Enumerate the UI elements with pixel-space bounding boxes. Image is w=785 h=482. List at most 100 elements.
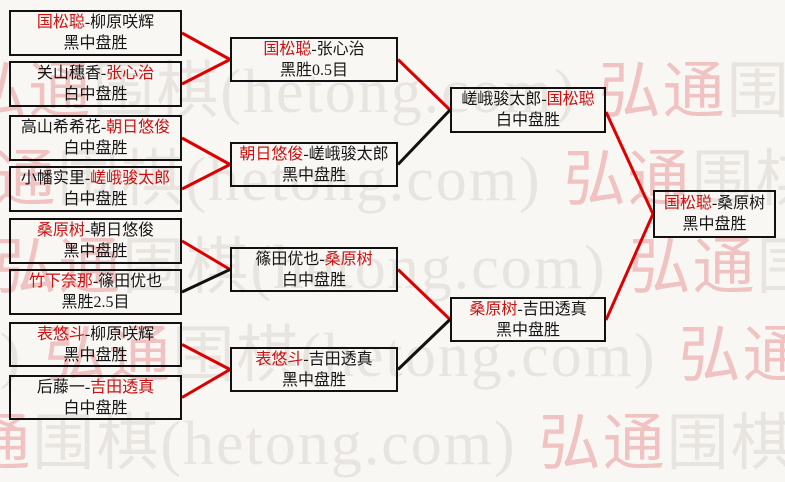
- player-a: 桑原树: [36, 222, 85, 239]
- players-separator: -: [100, 119, 107, 136]
- connector-r2m4-to-sf2: [396, 318, 452, 371]
- player-b: 朝日悠俊: [106, 119, 171, 136]
- player-b: 朝日悠俊: [90, 222, 155, 239]
- players-separator: -: [517, 300, 523, 318]
- match-result: 白中盘胜: [281, 271, 346, 289]
- player-b: 柳原咲辉: [90, 325, 155, 343]
- connector-r2m1-to-sf1: [396, 58, 452, 112]
- connector-r1m4-to-r2m2: [181, 163, 231, 191]
- match-result: 白中盘胜: [495, 112, 560, 129]
- connector-sf2-to-final: [604, 213, 655, 321]
- player-a: 嵯峨骏太郎: [461, 91, 542, 108]
- match-players: 关山穗香-张心治: [11, 63, 180, 84]
- match-box-final: 国松聪-桑原树 黑中盘胜: [653, 190, 776, 238]
- match-players: 表悠斗-吉田透真: [232, 349, 396, 370]
- player-b: 张心治: [316, 40, 365, 58]
- player-b: 吉田透真: [522, 300, 587, 318]
- player-a: 国松聪: [663, 195, 712, 212]
- players-separator: -: [303, 145, 309, 163]
- connector-r1m5-to-r2m3: [181, 239, 231, 271]
- connector-r1m2-to-r2m1: [181, 58, 231, 86]
- match-result: 白中盘胜: [63, 399, 128, 417]
- match-box-r2-3: 篠田优也-桑原树 白中盘胜: [230, 247, 398, 292]
- match-box-r2-1: 国松聪-张心治 黑胜0.5目: [230, 37, 398, 82]
- match-players: 桑原树-朝日悠俊: [11, 220, 180, 241]
- players-separator: -: [92, 273, 99, 290]
- connector-r2m3-to-sf2: [396, 268, 452, 321]
- bracket-connectors: [181, 31, 655, 399]
- match-players: 表悠斗-柳原咲辉: [11, 324, 180, 345]
- match-box-r1-5: 桑原树-朝日悠俊 黑中盘胜: [9, 218, 182, 264]
- player-a: 国松聪: [263, 40, 312, 58]
- player-a: 国松聪: [36, 14, 85, 31]
- match-players: 后藤一-吉田透真: [11, 377, 180, 398]
- match-box-r1-2: 关山穗香-张心治 白中盘胜: [9, 61, 182, 107]
- match-box-r1-4: 小幡实里-嵯峨骏太郎 白中盘胜: [9, 166, 182, 212]
- match-players: 高山希希花-朝日悠俊: [11, 117, 180, 138]
- match-players: 篠田优也-桑原树: [232, 249, 396, 270]
- player-a: 表悠斗: [255, 350, 304, 368]
- match-result: 白中盘胜: [63, 191, 128, 208]
- connector-r1m6-to-r2m3: [181, 268, 231, 294]
- player-b: 篠田优也: [98, 273, 163, 290]
- match-result: 黑中盘胜: [63, 35, 128, 52]
- players-separator: -: [303, 350, 309, 368]
- connector-r2m2-to-sf1: [396, 108, 452, 166]
- match-players: 国松聪-柳原咲辉: [11, 12, 180, 33]
- connector-sf1-to-final: [604, 111, 655, 215]
- match-result: 白中盘胜: [63, 86, 128, 103]
- match-box-r1-3: 高山希希花-朝日悠俊 白中盘胜: [9, 115, 182, 161]
- match-box-r1-1: 国松聪-柳原咲辉 黑中盘胜: [9, 10, 182, 56]
- player-b: 吉田透真: [90, 378, 155, 396]
- connector-r1m3-to-r2m2: [181, 136, 231, 166]
- match-players: 小幡实里-嵯峨骏太郎: [11, 168, 180, 189]
- player-a: 后藤一: [36, 378, 85, 396]
- player-b: 柳原咲辉: [90, 14, 155, 31]
- match-box-sf-2: 桑原树-吉田透真 黑中盘胜: [450, 297, 606, 342]
- match-result: 黑中盘胜: [495, 321, 560, 339]
- players-separator: -: [541, 91, 547, 108]
- match-players: 嵯峨骏太郎-国松聪: [452, 89, 604, 110]
- players-separator: -: [311, 40, 317, 58]
- players-separator: -: [84, 170, 91, 187]
- match-box-r2-4: 表悠斗-吉田透真 黑中盘胜: [230, 347, 398, 392]
- match-box-r1-6: 竹下奈那-篠田优也 黑胜2.5目: [9, 269, 182, 315]
- player-b: 桑原树: [324, 250, 373, 268]
- match-result: 黑中盘胜: [63, 346, 128, 364]
- players-separator: -: [84, 222, 91, 239]
- match-result: 白中盘胜: [63, 140, 128, 157]
- player-b: 嵯峨骏太郎: [90, 170, 171, 187]
- match-players: 朝日悠俊-嵯峨骏太郎: [232, 144, 396, 165]
- players-separator: -: [84, 378, 91, 396]
- players-separator: -: [711, 195, 718, 212]
- player-a: 表悠斗: [36, 325, 85, 343]
- player-a: 竹下奈那: [28, 273, 93, 290]
- player-a: 桑原树: [469, 300, 518, 318]
- player-b: 桑原树: [717, 195, 766, 212]
- player-b: 国松聪: [546, 91, 595, 108]
- match-box-r1-7: 表悠斗-柳原咲辉 黑中盘胜: [9, 322, 182, 367]
- match-box-sf-1: 嵯峨骏太郎-国松聪 白中盘胜: [450, 87, 606, 133]
- player-a: 关山穗香: [36, 65, 101, 82]
- match-box-r2-2: 朝日悠俊-嵯峨骏太郎 黑中盘胜: [230, 142, 398, 187]
- players-separator: -: [84, 325, 91, 343]
- match-result: 黑中盘胜: [682, 216, 747, 233]
- match-result: 黑中盘胜: [281, 371, 346, 389]
- match-players: 桑原树-吉田透真: [452, 299, 604, 320]
- players-separator: -: [100, 65, 107, 82]
- connector-r1m1-to-r2m1: [181, 31, 231, 61]
- player-a: 小幡实里: [20, 170, 85, 187]
- player-a: 朝日悠俊: [239, 145, 304, 163]
- match-result: 黑中盘胜: [281, 166, 346, 184]
- player-b: 张心治: [106, 65, 155, 82]
- match-result: 黑胜2.5目: [61, 294, 130, 311]
- match-players: 国松聪-张心治: [232, 39, 396, 60]
- player-b: 嵯峨骏太郎: [308, 145, 389, 163]
- connector-r1m8-to-r2m4: [181, 368, 231, 399]
- match-result: 黑胜0.5目: [279, 61, 348, 79]
- player-b: 吉田透真: [308, 350, 373, 368]
- match-players: 国松聪-桑原树: [655, 193, 774, 214]
- player-a: 高山希希花: [20, 119, 101, 136]
- match-result: 黑中盘胜: [63, 243, 128, 260]
- connector-r1m7-to-r2m4: [181, 343, 231, 371]
